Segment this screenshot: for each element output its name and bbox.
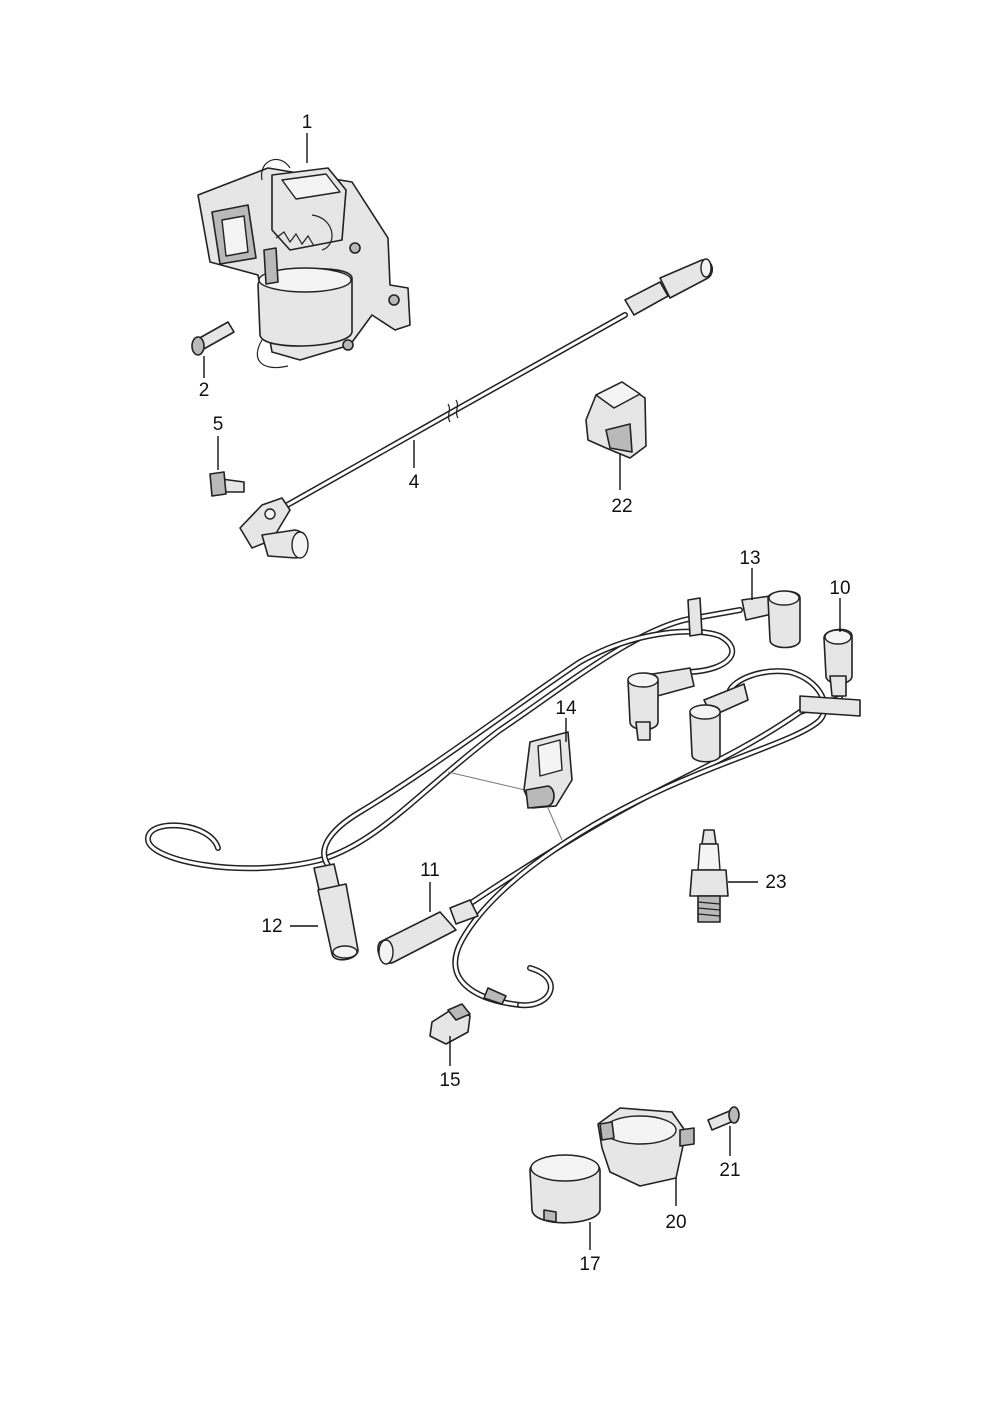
callout-12: 12 <box>261 916 282 937</box>
callout-labels: 1 2 4 5 10 11 12 13 14 15 17 20 21 22 23 <box>199 112 851 1275</box>
callout-22: 22 <box>611 496 632 517</box>
part-23-spark-plug <box>689 829 729 923</box>
callout-13: 13 <box>739 548 760 569</box>
callout-leaders <box>203 133 841 1250</box>
part-22-clip <box>585 381 647 459</box>
part-1-ignition-coil-assembly <box>197 158 411 369</box>
callout-14: 14 <box>555 698 577 719</box>
callout-11: 11 <box>420 860 440 881</box>
part-17-sleeve <box>529 1154 601 1224</box>
part-21-bolt <box>707 1106 740 1131</box>
part-4-sensor-cable <box>239 258 714 559</box>
callout-20: 20 <box>665 1212 686 1233</box>
callout-15: 15 <box>439 1070 460 1091</box>
callout-10: 10 <box>829 578 850 599</box>
ignition-harness <box>145 590 861 1009</box>
callout-5: 5 <box>213 414 224 435</box>
callout-21: 21 <box>719 1160 740 1181</box>
part-2-screw <box>191 321 235 356</box>
callout-17: 17 <box>579 1254 600 1275</box>
callout-4: 4 <box>409 472 420 493</box>
part-14-holder <box>447 731 573 841</box>
callout-1: 1 <box>302 112 313 133</box>
part-20-clamp <box>597 1107 695 1187</box>
part-15-connector <box>429 1003 471 1045</box>
callout-2: 2 <box>199 380 210 401</box>
part-5-bolt <box>209 471 245 497</box>
callout-23: 23 <box>765 872 786 893</box>
